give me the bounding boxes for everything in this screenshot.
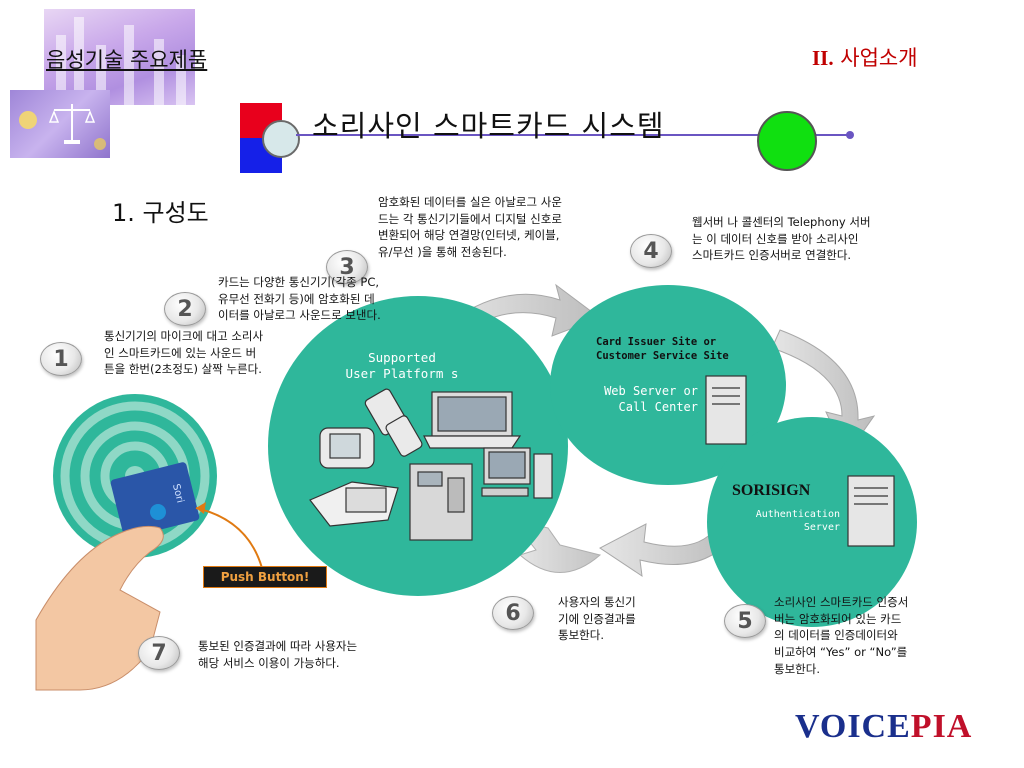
step-2-line: 유무선 전화기 등)에 암호화된 데 (218, 291, 375, 306)
step-6-badge: 6 (492, 596, 534, 630)
push-button-label: Push Button! (203, 566, 327, 588)
issuer-line-1: Card Issuer Site or (596, 336, 717, 348)
sorisign-label: SORISIGN (732, 482, 811, 499)
voicepia-logo: VOICEPIA (795, 708, 972, 746)
step-7-text: 통보된 인증결과에 따라 사용자는 해당 서비스 이용이 가능하다. (198, 638, 357, 671)
title-decor-circle (262, 120, 300, 158)
subtitle: 1. 구성도 (112, 199, 209, 227)
issuer-site-label: Card Issuer Site or Customer Service Sit… (596, 336, 729, 363)
step-1-line: 튼을 한번(2초정도) 살짝 누른다. (104, 362, 262, 377)
auth-server-label: Authentication Server (724, 508, 840, 534)
step-4-line: 는 이 데이터 신호를 받아 소리사인 (692, 231, 859, 246)
step-4-line: 웹서버 나 콜센터의 Telephony 서버 (692, 215, 871, 229)
page-title: 소리사인 스마트카드 시스템 (312, 109, 665, 143)
step-2-badge: 2 (164, 292, 206, 326)
section-number: II. (812, 46, 834, 70)
step-6-text: 사용자의 통신기 기에 인증결과를 통보한다. (558, 594, 636, 644)
step-5-line: 의 데이터를 인증데이터와 (774, 628, 898, 643)
step-2-line: 이터를 아날로그 사운드로 보낸다. (218, 308, 381, 323)
title-decor-green-circle (757, 111, 817, 171)
step-7-badge: 7 (138, 636, 180, 670)
step-5-line: 소리사인 스마트카드 인증서 (774, 595, 909, 609)
step-5-line: 버는 암호화되어 있는 카드 (774, 611, 902, 626)
auth-line-2: Server (803, 522, 840, 533)
section-heading: II. 사업소개 (812, 42, 918, 72)
webserver-line-1: Web Server or (604, 384, 698, 398)
step-3-line: 암호화된 데이터를 실은 아날로그 사운 (378, 195, 562, 209)
webserver-line-2: Call Center (618, 399, 698, 414)
scales-of-justice-image (10, 90, 110, 158)
step-6-line: 통보한다. (558, 628, 604, 643)
step-6-line: 기에 인증결과를 (558, 611, 636, 626)
step-1-line: 인 스마트카드에 있는 사운드 버 (104, 345, 257, 360)
platforms-title-1: Supported (368, 350, 436, 365)
logo-part-2: PIA (910, 708, 973, 745)
step-3-text: 암호화된 데이터를 실은 아날로그 사운 드는 각 통신기기들에서 디지털 신호… (378, 194, 562, 261)
header-decoration-image (44, 9, 195, 105)
step-5-text: 소리사인 스마트카드 인증서 버는 암호화되어 있는 카드 의 데이터를 인증데… (774, 594, 908, 677)
title-underline (296, 134, 852, 136)
step-5-line: 통보한다. (774, 661, 820, 676)
section-title: 음성기술 주요제품 (46, 48, 208, 72)
step-5-badge: 5 (724, 604, 766, 638)
step-2-line: 카드는 다양한 통신기기(각종 PC, (218, 275, 380, 289)
section-name: 사업소개 (840, 46, 918, 70)
step-4-line: 스마트카드 인증서버로 연결한다. (692, 248, 852, 263)
step-3-badge: 3 (326, 250, 368, 284)
step-5-line: 비교하여 “Yes” or “No”를 (774, 645, 908, 660)
server-icons (705, 375, 895, 547)
logo-part-1: VOICE (795, 708, 911, 745)
step-4-badge: 4 (630, 234, 672, 268)
step-1-text: 통신기기의 마이크에 대고 소리사 인 스마트카드에 있는 사운드 버 튼을 한… (104, 328, 263, 378)
step-7-line: 통보된 인증결과에 따라 사용자는 (198, 639, 358, 653)
title-line-dot (846, 131, 854, 139)
auth-line-1: Authentication (755, 509, 840, 520)
webserver-label: Web Server or Call Center (568, 384, 698, 415)
step-3-line: 변환되어 해당 연결망(인터넷, 케이블, (378, 228, 560, 243)
step-3-line: 드는 각 통신기기들에서 디지털 신호로 (378, 211, 562, 226)
step-3-line: 유/무선 )을 통해 전송된다. (378, 245, 507, 260)
issuer-line-2: Customer Service Site (596, 349, 729, 362)
platforms-title-2: User Platform s (345, 365, 459, 381)
hand-with-card (35, 462, 200, 691)
step-2-text: 카드는 다양한 통신기기(각종 PC, 유무선 전화기 등)에 암호화된 데 이… (218, 274, 381, 324)
step-1-badge: 1 (40, 342, 82, 376)
step-1-line: 통신기기의 마이크에 대고 소리사 (104, 329, 264, 343)
step-4-text: 웹서버 나 콜센터의 Telephony 서버 는 이 데이터 신호를 받아 소… (692, 214, 871, 264)
step-7-line: 해당 서비스 이용이 가능하다. (198, 655, 340, 670)
platforms-label: Supported User Platform s (336, 350, 468, 381)
device-icons (309, 388, 553, 541)
step-6-line: 사용자의 통신기 (558, 595, 636, 609)
